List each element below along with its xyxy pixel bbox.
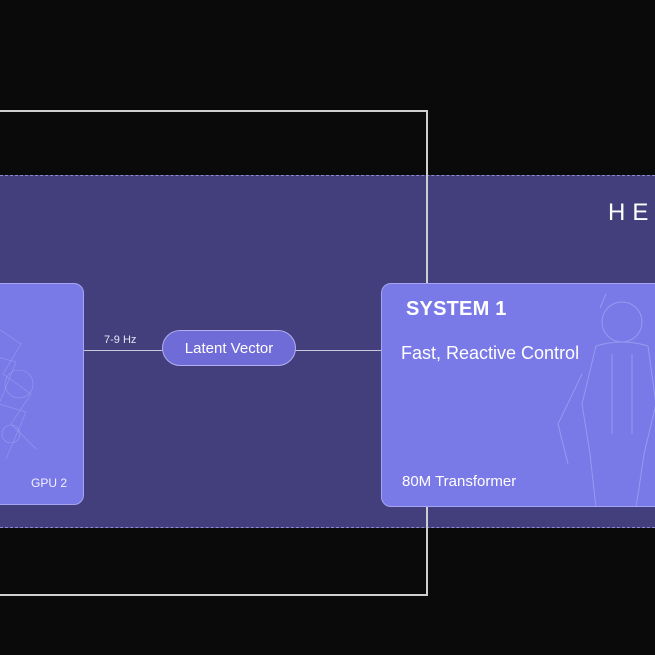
- gpu-label: GPU 2: [30, 476, 67, 490]
- connector-right: [295, 350, 381, 351]
- frequency-label: 7-9 Hz: [104, 334, 137, 346]
- gpu-node-card: GPU 2: [0, 283, 84, 505]
- system1-model: 80M Transformer: [402, 473, 517, 490]
- system1-title: SYSTEM 1: [406, 298, 507, 320]
- system1-subtitle: Fast, Reactive Control: [401, 343, 580, 363]
- brand-wordmark: HE: [608, 199, 655, 226]
- robot-texture-icon: [0, 329, 37, 460]
- system1-card: SYSTEM 1 Fast, Reactive Control 80M Tran…: [381, 283, 655, 507]
- latent-vector-node: Latent Vector: [162, 330, 296, 366]
- connector-left: [84, 350, 163, 351]
- robot-silhouette-icon: [557, 293, 655, 506]
